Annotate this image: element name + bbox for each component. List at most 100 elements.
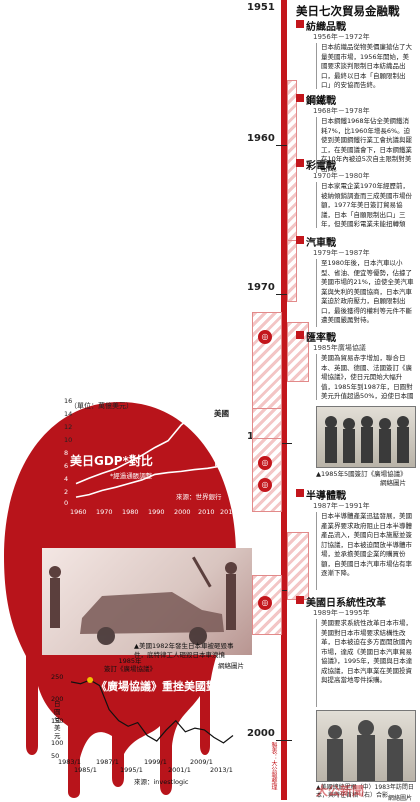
era-range: [252, 438, 282, 512]
gdp-series-label-us: 美國: [214, 409, 229, 418]
era-marker: ◎: [258, 330, 272, 344]
gdp-y-tick: 14: [64, 410, 73, 418]
era-range: [252, 408, 282, 440]
section-marker: [296, 489, 304, 497]
source-credit: 製表：大公報整理: [270, 742, 277, 790]
war-description: 日本紡織品從物美價廉搶佔了大量美國市場，1956年開始，美國要求談判限制日本紡織…: [316, 43, 414, 89]
fx-line-chart: [70, 677, 234, 744]
fx-x-tick: 1987/1: [96, 758, 119, 766]
fx-x-tick: 2009/1: [190, 758, 213, 766]
section-marker: [296, 94, 304, 102]
war-title-semiconductors: 半導體戰: [306, 491, 346, 502]
year-label-1970: 1970: [247, 282, 275, 293]
war-title-color-tv: 彩電戰: [306, 161, 336, 172]
timeline-bar: [281, 0, 287, 800]
plaza-chart-title: 《廣場協議》重挫美國對日圓匯率: [96, 680, 261, 693]
war-description: 日本鋼鐵1968年佔全美鋼鐵消耗7%，比1960年增長6%。迫使到美國鋼鐵行業工…: [316, 117, 414, 173]
war-description: 日本半導體產業迅猛發展，美國產業界要求政府阻止日本半導體產品流入，美國向日本施壓…: [316, 512, 414, 590]
photo-credit: 網絡圖片: [388, 795, 413, 802]
gdp-chart-note: *經過通脹調整: [110, 472, 153, 480]
photo-caption: ▲美國總統里根（中）1983年訪問日本，與時任首相（右）合影: [316, 784, 414, 799]
car-icon: [49, 556, 237, 645]
war-years: 1987年－1991年: [313, 502, 370, 510]
fx-y-tick: 200: [51, 695, 64, 703]
section-marker: [296, 20, 304, 28]
fx-unit-label: 日圓兌美元: [54, 700, 61, 740]
gdp-series-line: [75, 400, 223, 485]
era-range: [287, 240, 297, 302]
gdp-y-tick: 6: [64, 462, 69, 470]
gdp-unit-label: （單位：萬億美元）: [70, 402, 133, 410]
war-years: 1979年－1987年: [313, 249, 370, 257]
gdp-y-tick: 12: [64, 423, 73, 431]
fx-x-tick: 2001/1: [168, 766, 191, 774]
people-silhouette-icon: [325, 416, 409, 463]
gdp-x-tick: 1970: [96, 508, 113, 516]
gdp-y-tick: 4: [64, 475, 69, 483]
fx-source: 來源：investlogic: [134, 778, 189, 786]
war-title-autos: 汽車戰: [306, 238, 336, 249]
gdp-x-tick: 2010: [198, 508, 215, 516]
gdp-y-tick: 2: [64, 488, 69, 496]
year-label-2000: 2000: [247, 728, 275, 739]
war-years: 1989年－1995年: [313, 609, 370, 617]
plaza-annotation-text: 1985年 簽訂《廣場協議》: [104, 657, 156, 673]
war-title-textiles: 紡織品戰: [306, 22, 346, 33]
fx-y-tick: 50: [51, 752, 60, 760]
war-years: 1956年－1972年: [313, 33, 370, 41]
plaza-accord-photo: [316, 406, 416, 468]
war-title-steel: 鋼鐵戰: [306, 96, 336, 107]
gdp-y-tick: 10: [64, 436, 73, 444]
gdp-series-label-japan: 日本: [214, 458, 229, 467]
main-photo-caption: ▲美國1982年發生日本車被砸毀事件，底特律工人砸毀日本車洩憤: [134, 642, 234, 659]
section-marker: [296, 159, 304, 167]
car-smashing-photo: [42, 548, 252, 655]
year-tick: [276, 294, 292, 295]
gdp-x-tick: 1990: [148, 508, 165, 516]
war-description: 美國要求系統性改革日本市場，美國對日本市場要求結構性改革，日本被迫在多方面開放國…: [316, 619, 414, 707]
fx-x-tick: 1985/1: [74, 766, 97, 774]
war-years: 1985年廣場協議: [313, 344, 366, 352]
gdp-series-line: [75, 464, 227, 498]
section-marker: [296, 236, 304, 244]
gdp-source: 來源：世界銀行: [176, 493, 222, 501]
watermark: 大公新聞: [316, 784, 365, 798]
fx-x-tick: 1995/1: [120, 766, 143, 774]
section-marker: [296, 331, 304, 339]
fx-series-line: [70, 679, 234, 744]
section-marker: [296, 596, 304, 604]
year-tick: [276, 145, 292, 146]
reagan-visit-photo: [316, 710, 416, 782]
war-description: 至1980年後，日本汽車以小型、省油、便宜等優勢，佔據了美國市場的21%，迫使全…: [316, 259, 414, 327]
gdp-y-tick: 8: [64, 449, 69, 457]
year-label-1951: 1951: [247, 2, 275, 13]
year-label-1960: 1960: [247, 133, 275, 144]
war-description: 日本家電企業1970年經歷前，被納傾銷調查而三成美國市場份額，1977年美日簽訂…: [316, 182, 414, 228]
plaza-annotation: 1985年 簽訂《廣場協議》: [104, 657, 156, 673]
war-years: 1968年－1978年: [313, 107, 370, 115]
gdp-x-tick: 1980: [122, 508, 139, 516]
war-description: 美國為貿易赤字增加，聯合日本、英國、德國、法國簽訂《廣場協議》，使日元開始大幅升…: [316, 354, 414, 400]
gdp-x-tick: 2017: [220, 508, 237, 516]
era-marker: ◎: [258, 478, 272, 492]
year-tick: [276, 740, 292, 741]
people-silhouette-icon: [327, 720, 403, 781]
fx-x-tick: 2013/1: [210, 766, 233, 774]
fx-y-tick: 250: [51, 673, 64, 681]
gdp-line-chart: [75, 400, 227, 498]
fx-x-tick: 1999/1: [144, 758, 167, 766]
gdp-y-tick: 16: [64, 397, 73, 405]
main-photo-credit: 網絡圖片: [218, 662, 244, 670]
fx-y-tick: 100: [51, 739, 64, 747]
war-title-currency: 匯率戰: [306, 333, 336, 344]
year-tick: [276, 590, 292, 591]
photo-credit: 網絡圖片: [380, 479, 406, 487]
era-marker: ◎: [258, 596, 272, 610]
page-title: 美日七次貿易金融戰: [296, 4, 400, 18]
fx-y-tick: 150: [51, 717, 64, 725]
era-range: [252, 312, 282, 410]
era-range: [287, 532, 309, 600]
gdp-x-tick: 1960: [70, 508, 87, 516]
photo-caption: ▲1985年5國簽訂《廣場協議》: [316, 470, 407, 478]
gdp-x-tick: 2000: [174, 508, 191, 516]
